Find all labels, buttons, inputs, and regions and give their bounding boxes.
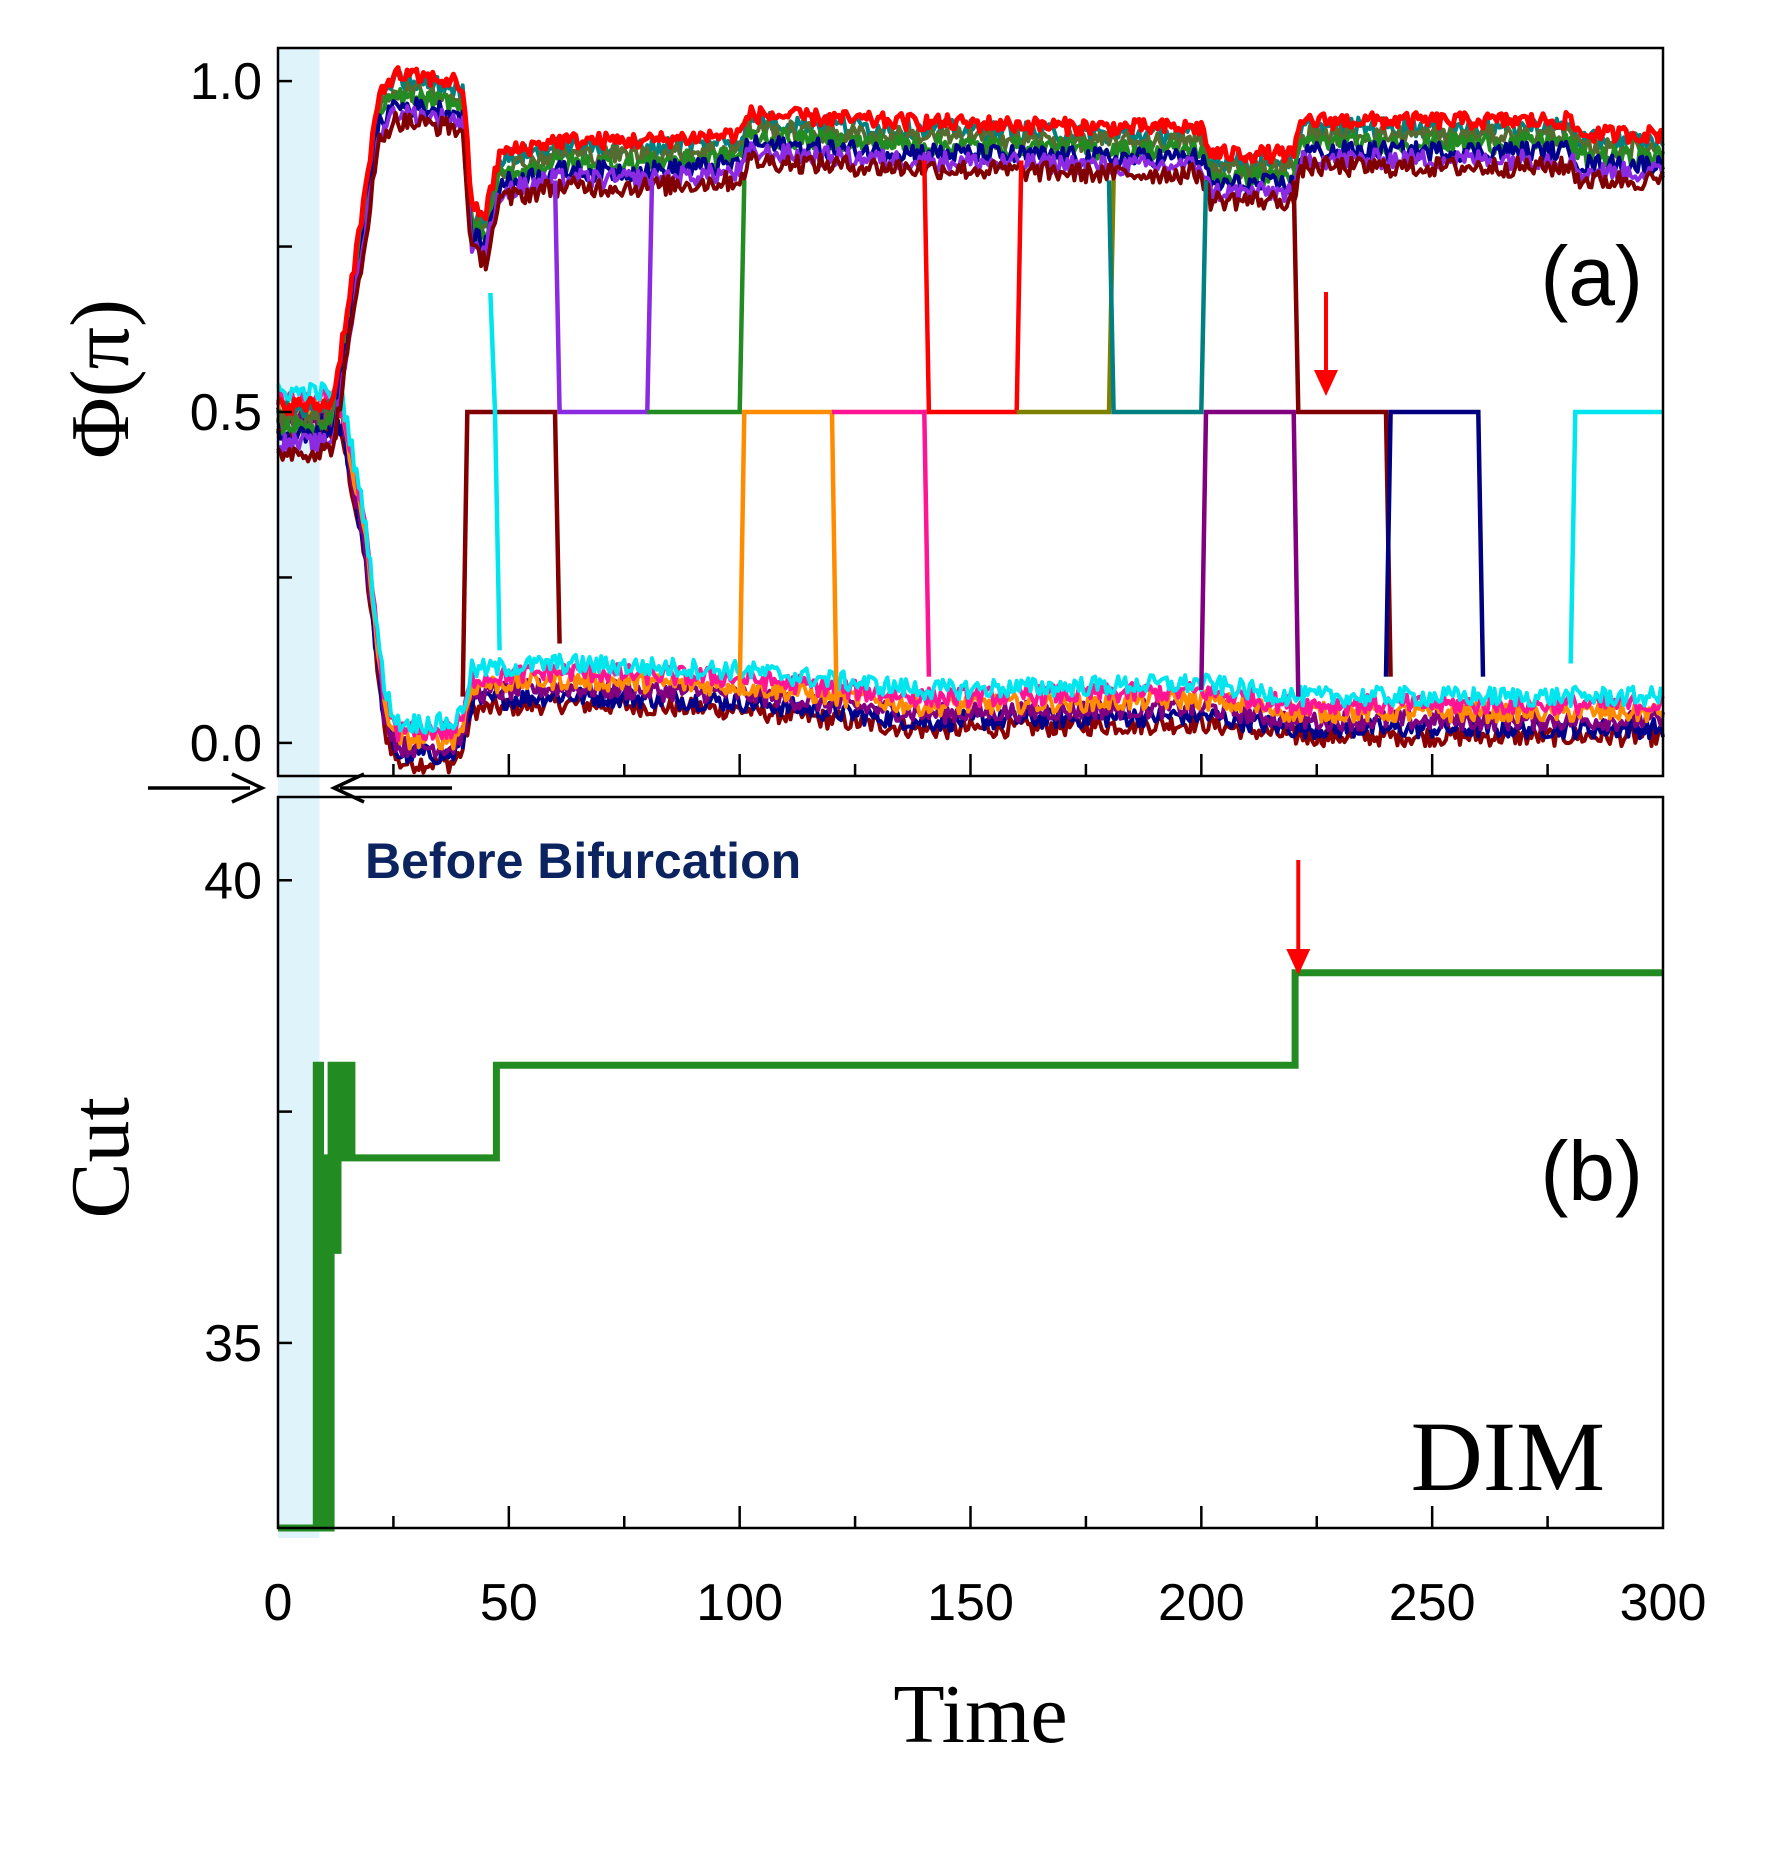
phase-switch-segment-12 [1383,409,1486,677]
panel-a: 0.0 0.5 1.0 Φ(π) (a) [54,46,1665,778]
x-tick-label: 250 [1389,1574,1476,1632]
phase-switch-segment-4 [1016,180,1116,415]
panel-b-y-axis-title: Cut [54,1097,147,1218]
panel-a-series [276,65,1665,775]
panel-a-y-tick-labels: 0.0 0.5 1.0 [190,53,262,773]
phase-switch-segment-6 [460,409,562,697]
phase-lower-series-6 [276,381,1665,735]
panel-b-y-tick-labels: 35 40 [204,852,262,1373]
panel-a-y-tick-label: 0.0 [190,715,262,773]
phase-switch-segment-7 [488,292,502,651]
panel-a-red-arrow-head [1313,370,1338,396]
panel-b-red-arrow [1286,860,1311,975]
x-tick-label: 150 [927,1574,1014,1632]
panel-a-red-arrow [1313,292,1338,396]
panel-b-label: (b) [1540,1124,1643,1218]
phase-switch-segment-8 [737,409,839,704]
panel-a-y-tick-label: 1.0 [190,53,262,111]
panel-a-y-axis-title: Φ(π) [54,299,147,459]
phase-switch-segment-5 [1106,180,1209,415]
x-tick-label: 50 [480,1574,538,1632]
phase-switch-segment-13 [1568,409,1663,664]
phase-switch-segment-11 [1291,180,1393,677]
right-pointing-arrow-head [231,772,267,804]
phase-switch-segment-2 [647,180,747,415]
phase-switch-segment-1 [552,180,655,415]
panel-b-y-tick-label: 35 [204,1315,262,1373]
x-tick-label: 200 [1158,1574,1245,1632]
x-tick-labels: 0 50 100 150 200 250 300 [264,1574,1707,1632]
panel-b-y-tick-label: 40 [204,852,262,910]
x-tick-label: 300 [1620,1574,1707,1632]
x-tick-label: 100 [696,1574,783,1632]
before-bifurcation-shade [278,48,320,1538]
bifurcation-arrows [148,772,452,804]
phase-upper-series-ref [276,65,1664,417]
panel-b: 35 40 0 50 100 150 200 250 300 Cut Time (b) DIM [54,795,1707,1761]
phase-switch-segment-9 [832,409,932,677]
phase-switch-segment-3 [922,160,1024,415]
panel-b-red-arrow-head [1286,949,1311,975]
x-axis-title: Time [893,1668,1067,1761]
phase-upper-series-4 [276,96,1665,447]
phase-upper-series-5 [276,104,1665,456]
method-label: DIM [1411,1401,1605,1512]
panel-a-label: (a) [1540,229,1643,323]
panel-b-ticks [278,879,1549,1528]
panel-a-y-tick-label: 0.5 [190,384,262,442]
x-tick-label: 0 [264,1574,293,1632]
phase-upper-series-6 [276,111,1665,464]
before-bifurcation-label: Before Bifurcation [365,833,801,889]
phase-switch-segment-10 [1199,409,1301,697]
panel-a-ticks [278,79,1549,776]
